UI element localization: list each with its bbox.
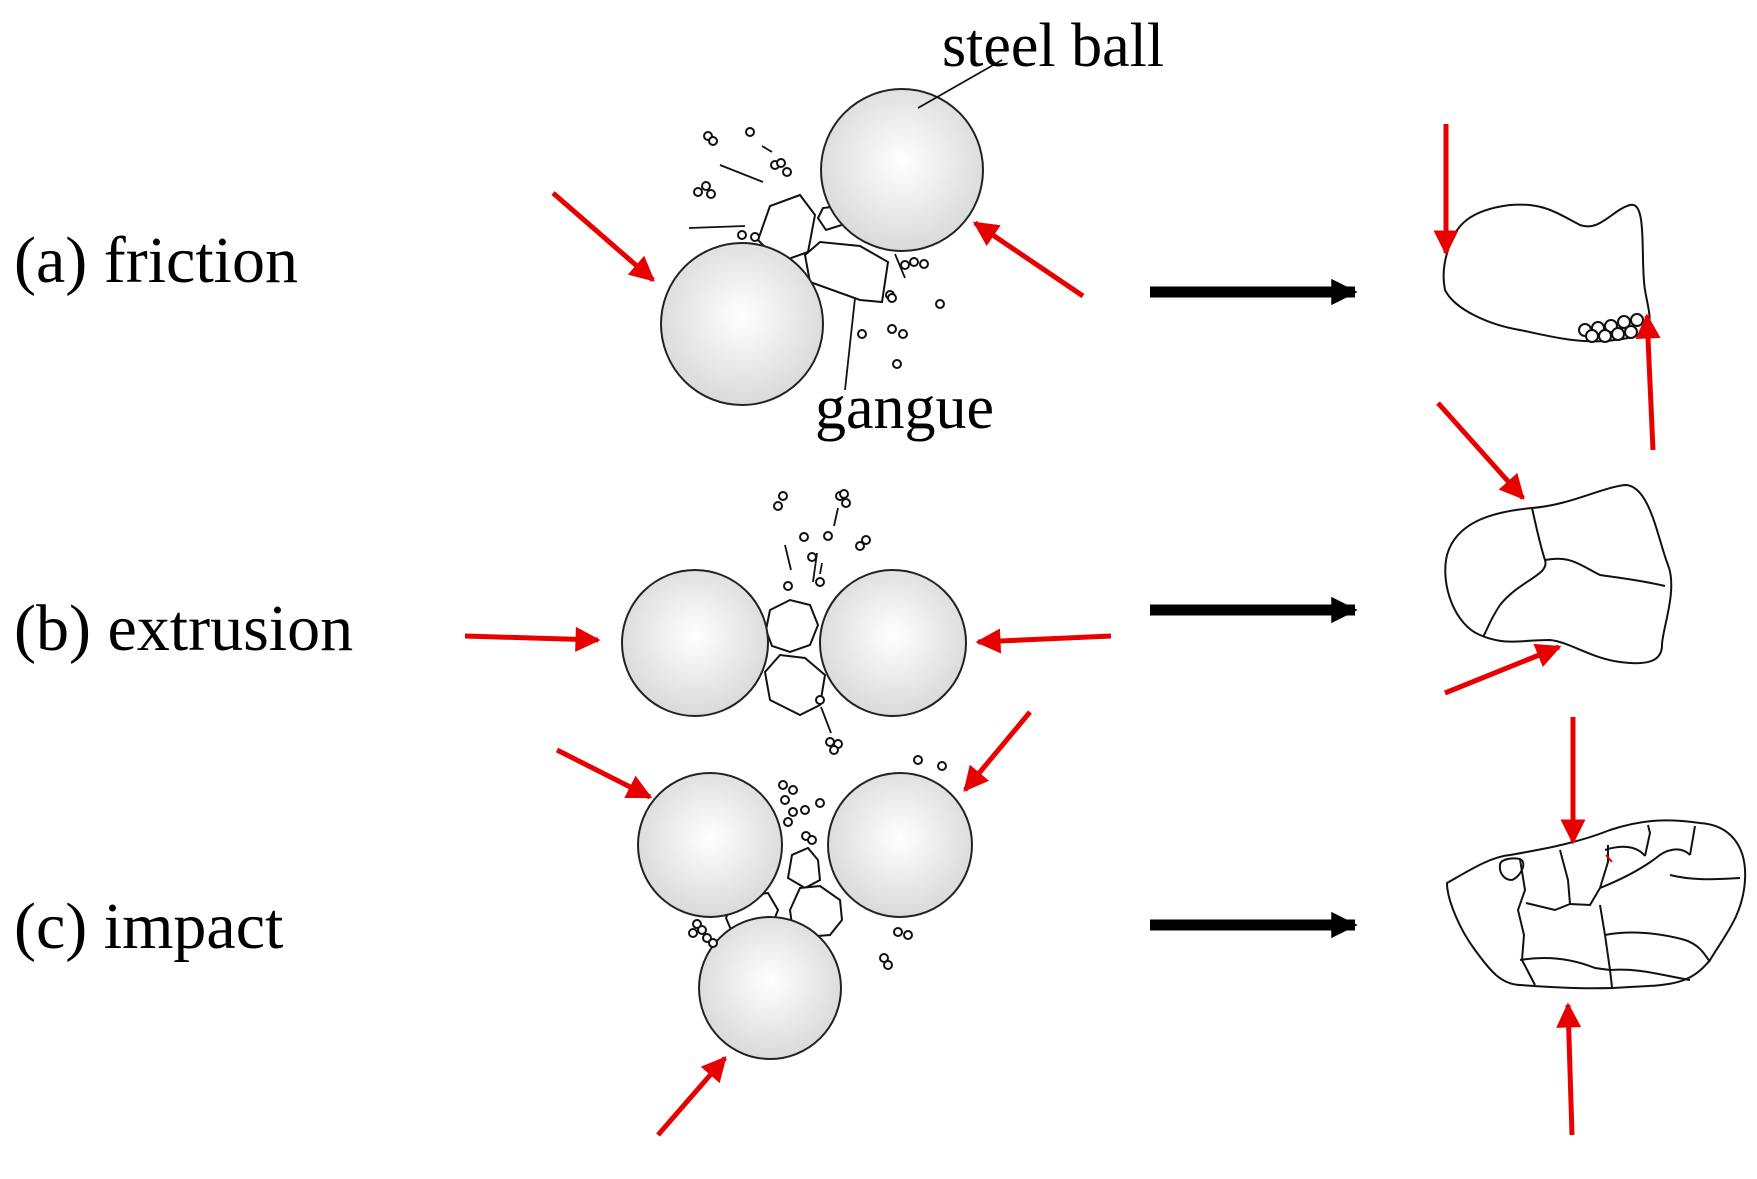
steel-ball [820,88,984,252]
force-arrow [656,1056,727,1137]
force-arrow [464,626,601,652]
force-arrow [555,747,653,800]
force-arrow [963,710,1032,792]
gangue-fragment [763,653,827,717]
steel-ball-leader [917,59,1003,109]
friction-illustration: steel ball gangue [551,12,1164,442]
gangue-leader [844,297,856,391]
force-arrow [551,191,655,282]
steel-ball [637,772,783,918]
row-label-impact: (c) impact [14,890,283,963]
steel-ball [621,569,769,717]
fine-particles [693,127,945,369]
force-arrow [972,220,1085,299]
gangue-fragment [786,846,822,890]
steel-ball [827,772,973,918]
force-arrow [975,628,1112,654]
result-particle-impact [1445,717,1747,1136]
gangue-fragment [764,598,820,654]
steel-ball-callout: steel ball [942,12,1164,80]
row-label-friction: (a) friction [14,224,298,297]
fine-particles [688,755,947,970]
result-particle-friction [1433,124,1661,451]
gangue-callout: gangue [815,374,994,442]
gangue-fragment [803,240,890,304]
steel-ball [698,916,842,1060]
steel-ball [660,242,824,406]
impact-illustration [555,710,1032,1137]
extrusion-illustration [464,489,1112,755]
row-label-extrusion: (b) extrusion [14,592,353,665]
result-particle-extrusion [1436,401,1673,696]
steel-ball [819,569,967,717]
